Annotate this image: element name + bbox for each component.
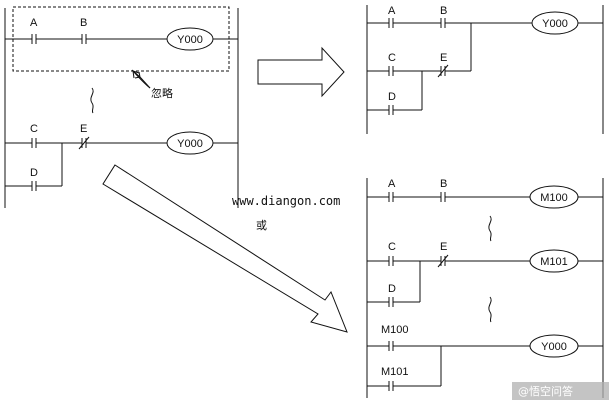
coil-y000-bottom (166, 131, 214, 155)
rb-label-m100: M100 (381, 324, 409, 336)
coil-y000-top (166, 27, 214, 51)
ignore-dashed-box (12, 6, 230, 72)
corner-watermark-text: @悟空问答 (518, 384, 573, 398)
result-bottom-ladder (366, 178, 604, 398)
original-labels: A B Y000 忽略 C E Y000 D (30, 17, 203, 179)
rt-label-b: B (440, 5, 447, 17)
rb-label-a: A (388, 178, 396, 190)
or-label: 或 (256, 219, 267, 232)
right-arrow (257, 46, 345, 98)
rt-label-e: E (440, 52, 447, 64)
original-ladder (4, 6, 239, 208)
coil-label-top: Y000 (177, 34, 203, 46)
annotation-ignore: 忽略 (151, 86, 173, 100)
result-top-labels: A B Y000 C E D (388, 5, 568, 103)
contact-a (31, 34, 37, 44)
rb-label-d: D (388, 283, 396, 295)
rb-label-e: E (440, 241, 447, 253)
watermark-url: www.diangon.com (232, 194, 340, 208)
rb-label-m101: M101 (381, 366, 409, 378)
result-bottom-labels: A B M100 C E M101 D M100 Y000 M101 (381, 178, 568, 378)
rb-coil-y000: Y000 (541, 341, 567, 353)
contact-d (31, 181, 37, 191)
rb-label-b: B (440, 178, 447, 190)
label-d: D (30, 167, 38, 179)
rt-label-d: D (388, 91, 396, 103)
rb-label-c: C (388, 241, 396, 253)
contact-e-nc (78, 136, 90, 150)
result-top-ladder (366, 5, 604, 134)
rt-label-a: A (388, 5, 396, 17)
rt-coil-label: Y000 (542, 18, 568, 30)
contact-b (81, 34, 87, 44)
coil-label-bottom: Y000 (177, 138, 203, 150)
contact-c (31, 138, 37, 148)
diagonal-arrow (102, 164, 348, 333)
label-c: C (30, 123, 38, 135)
label-b: B (80, 17, 87, 29)
corner-watermark: @悟空问答 (512, 382, 609, 400)
rb-coil-m101: M101 (540, 256, 568, 268)
omission-squiggle (90, 87, 94, 114)
label-e: E (80, 123, 87, 135)
rb-coil-m100: M100 (540, 192, 568, 204)
annotation-arrow (131, 69, 151, 89)
rt-label-c: C (388, 52, 396, 64)
label-a: A (30, 17, 38, 29)
